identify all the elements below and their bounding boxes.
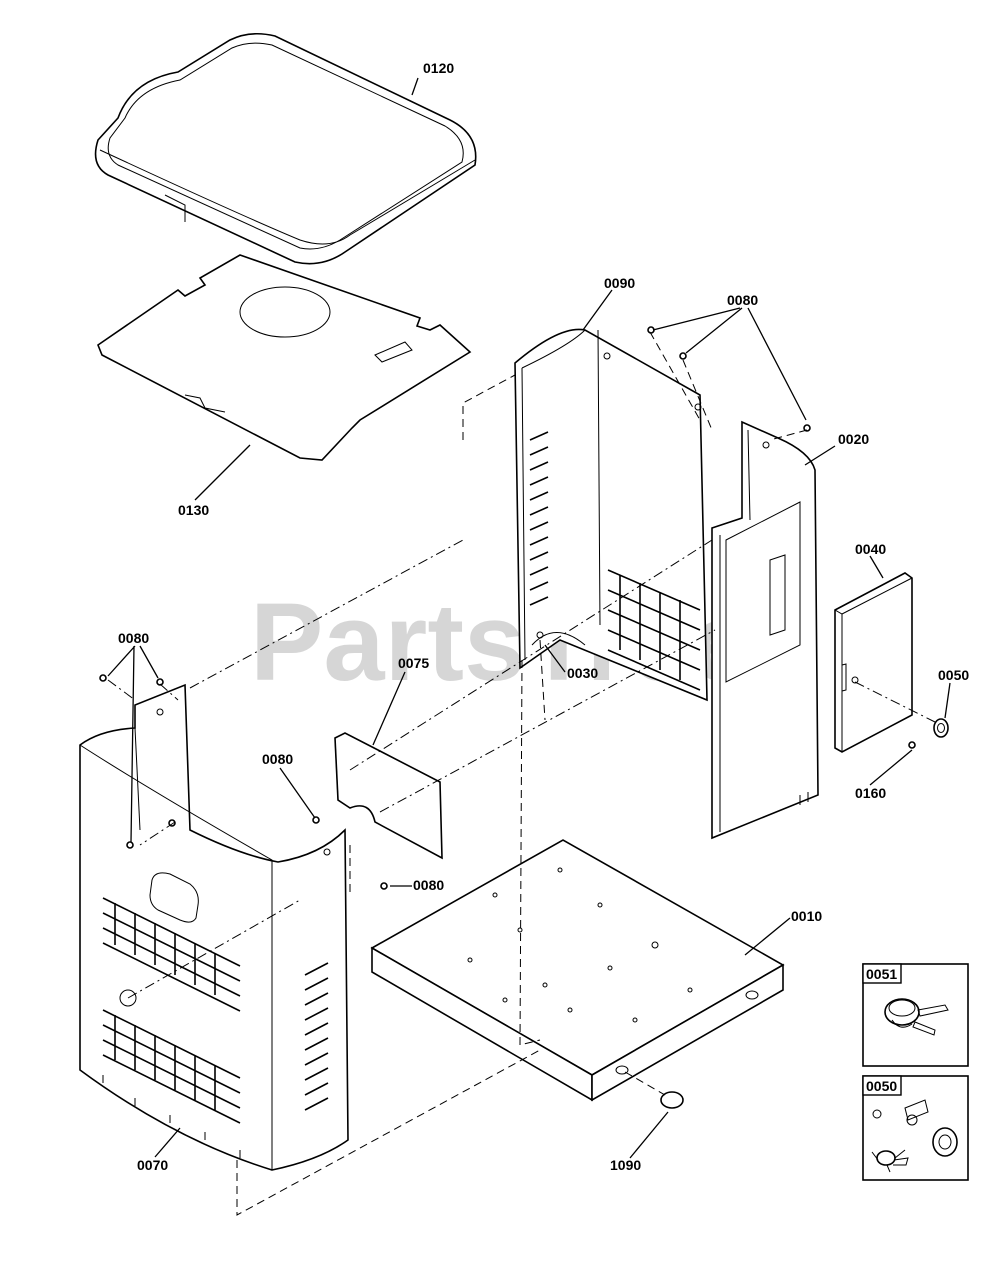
inset-label-0050: 0050 xyxy=(866,1078,897,1094)
label-0010: 0010 xyxy=(791,908,822,924)
label-0120: 0120 xyxy=(423,60,454,76)
lock-assembly-icon xyxy=(871,1099,958,1173)
label-0160: 0160 xyxy=(855,785,886,801)
label-0020: 0020 xyxy=(838,431,869,447)
part-0010-base[interactable] xyxy=(370,839,785,1102)
inset-kit-0051[interactable]: 0051 xyxy=(862,963,969,1067)
part-0070-front-housing[interactable] xyxy=(79,683,349,1171)
label-0080-top: 0080 xyxy=(727,292,758,308)
callout-labels: 0120 0130 0090 0080 0020 0040 0050 0160 … xyxy=(118,60,969,1173)
label-0030: 0030 xyxy=(567,665,598,681)
part-0090-rear-panel[interactable] xyxy=(514,328,708,702)
label-1090: 1090 xyxy=(610,1157,641,1173)
part-0020-side-panel[interactable] xyxy=(711,420,819,840)
inset-label-0051: 0051 xyxy=(866,966,897,982)
label-0080-left: 0080 xyxy=(118,630,149,646)
part-0075-baffle[interactable] xyxy=(334,732,443,860)
part-0040-access-door[interactable] xyxy=(834,572,913,753)
label-0090: 0090 xyxy=(604,275,635,291)
part-0120-top-cover[interactable] xyxy=(94,32,477,265)
inset-kit-0050[interactable]: 0050 xyxy=(862,1075,969,1181)
part-0160-fastener[interactable] xyxy=(908,741,916,749)
label-0050: 0050 xyxy=(938,667,969,683)
key-lock-icon xyxy=(884,998,949,1036)
label-0080-mid: 0080 xyxy=(262,751,293,767)
label-0070: 0070 xyxy=(137,1157,168,1173)
part-0130-top-plate[interactable] xyxy=(97,254,472,461)
part-0050-lock[interactable] xyxy=(933,718,949,738)
part-1090-plug[interactable] xyxy=(660,1091,684,1109)
label-0080-low: 0080 xyxy=(413,877,444,893)
label-0075: 0075 xyxy=(398,655,429,671)
assembly-lines xyxy=(107,331,936,1216)
base-holes xyxy=(467,867,693,1023)
label-0040: 0040 xyxy=(855,541,886,557)
leader-lines xyxy=(107,77,951,1159)
label-0130: 0130 xyxy=(178,502,209,518)
